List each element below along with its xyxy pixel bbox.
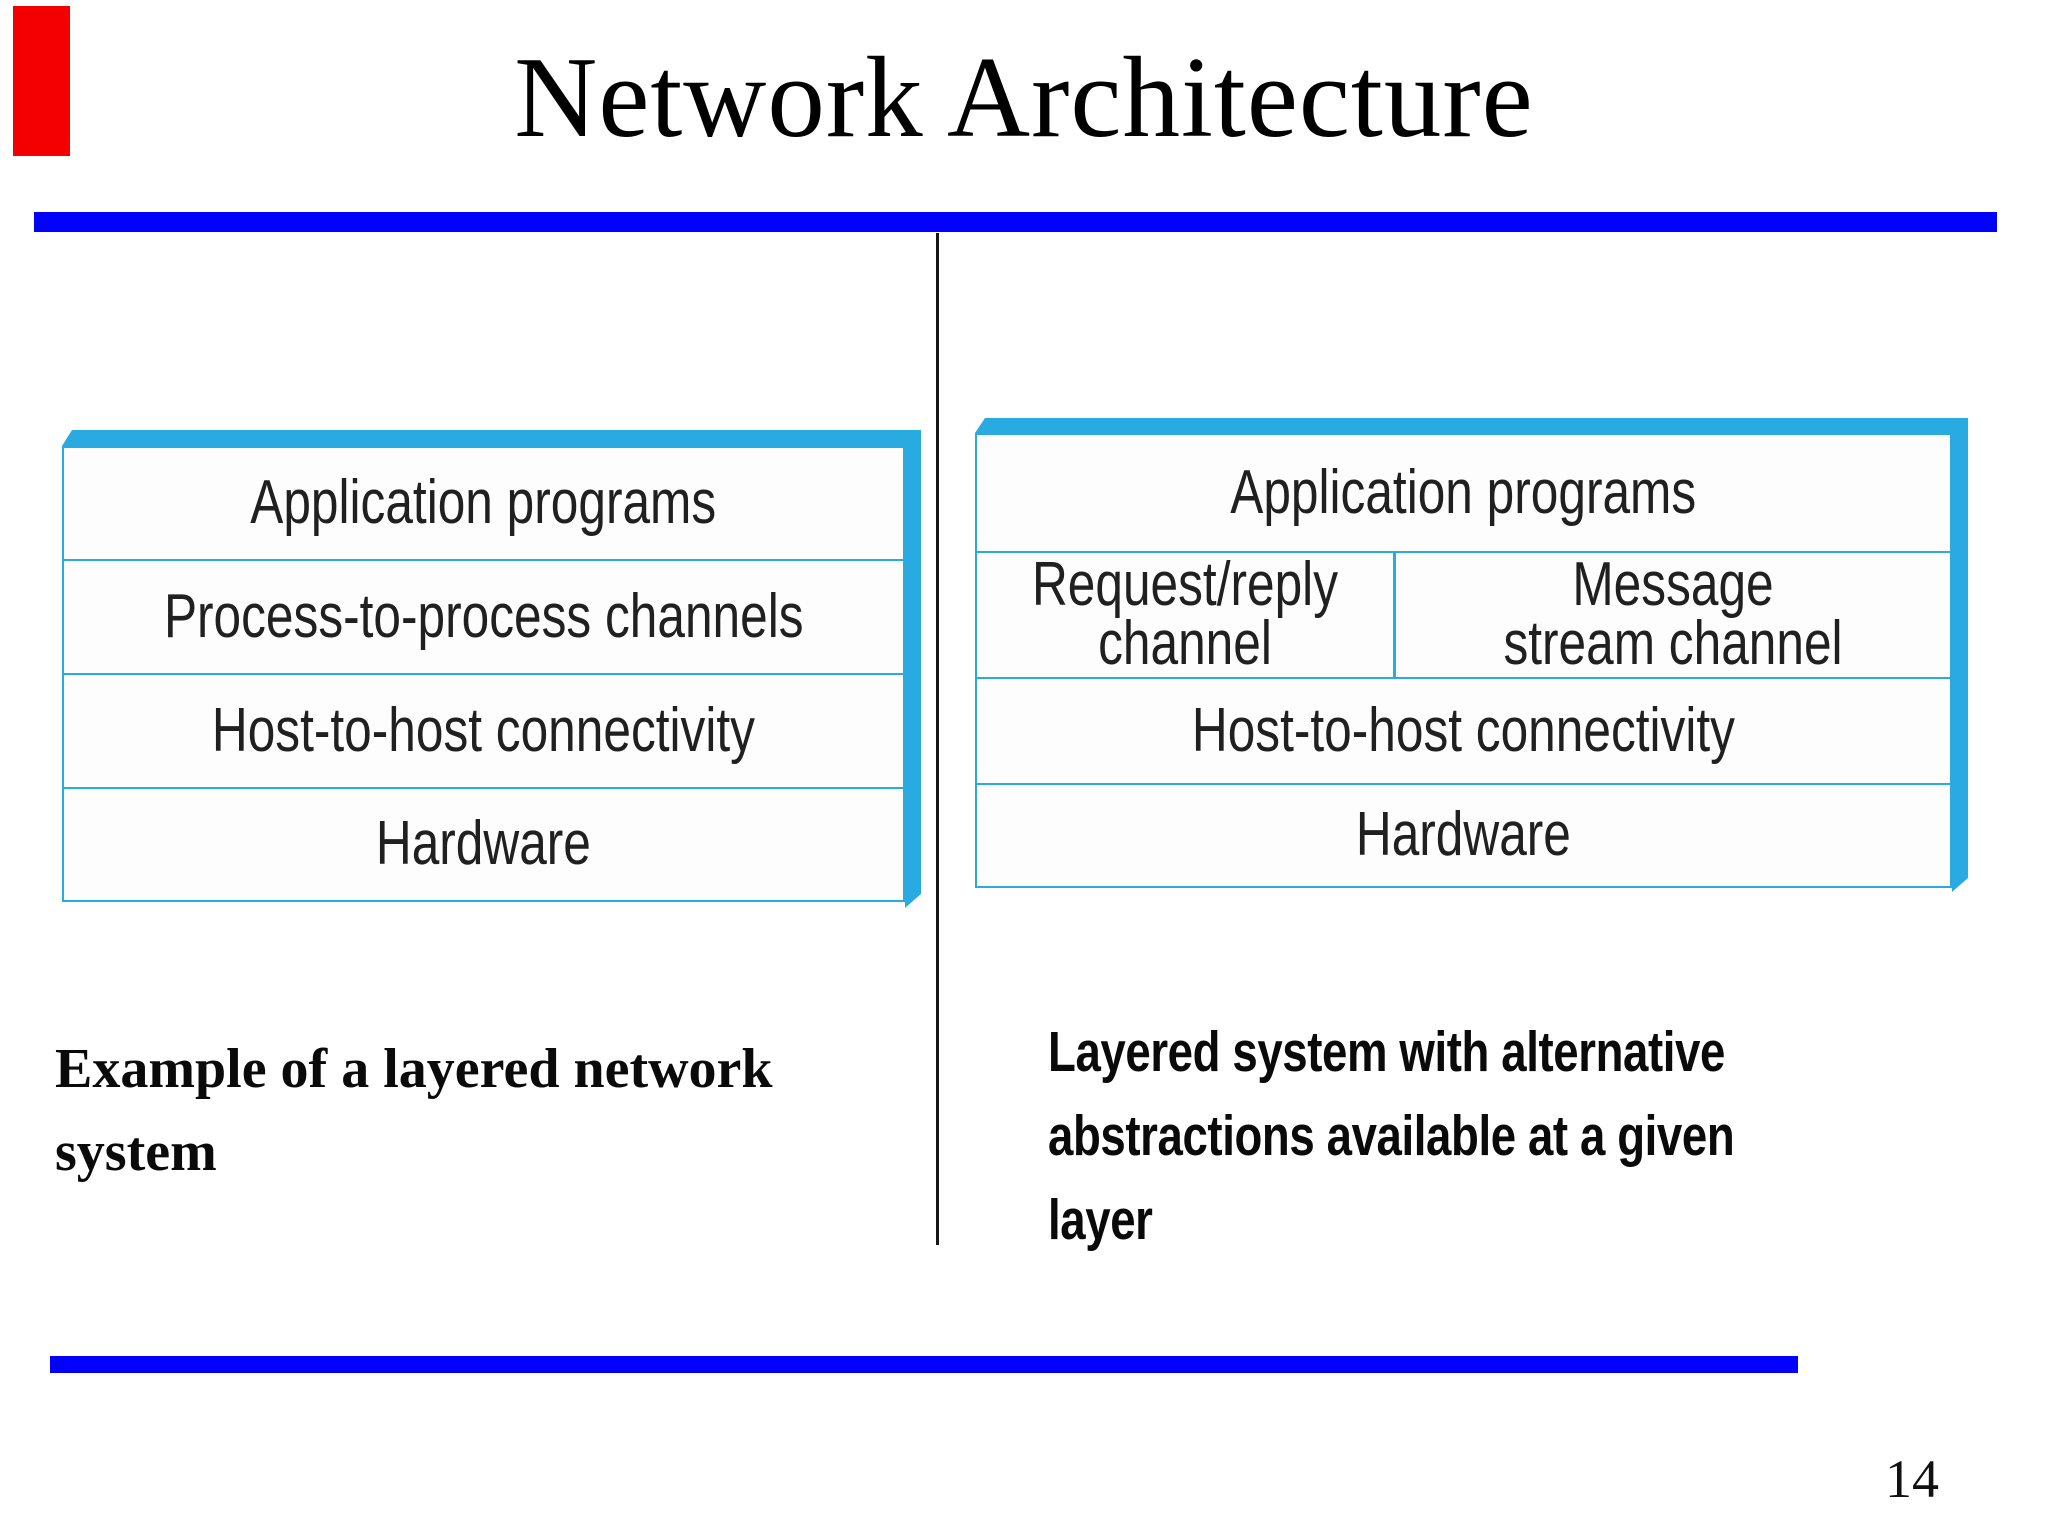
message-stream-channel-cell: Message stream channel [1503,550,1843,678]
left-stack-top-bar [62,430,921,446]
right-stack-top-bar [975,418,1968,433]
top-rule [34,212,1997,232]
left-layer-application: Application programs [250,468,717,538]
left-layer-host-connectivity: Host-to-host connectivity [64,673,903,787]
right-caption-line1: Layered system with alternative [1048,1020,1725,1084]
left-layer-process-channels: Process-to-process channels [64,559,903,673]
left-layer-hardware: Hardware [64,787,903,900]
left-stack-diagram: Application programs Process-to-process … [62,446,905,902]
left-caption-line2: system [55,1121,217,1183]
vertical-divider [936,233,939,1245]
right-stack-diagram: Application programs Request/reply chann… [975,433,1952,888]
right-caption-line3: layer [1048,1188,1153,1252]
right-caption: Layered system with alternative abstract… [1048,1010,2028,1262]
slide-title: Network Architecture [514,34,1534,161]
left-caption: Example of a layered network system [55,1028,915,1194]
right-layer-channels: Request/reply channel Message stream cha… [977,551,1950,677]
request-reply-channel-cell: Request/reply channel [977,553,1396,677]
right-layer-application: Application programs [1230,457,1697,527]
right-layer-host-connectivity: Host-to-host connectivity [977,677,1950,783]
right-layer-hardware: Hardware [977,783,1950,886]
right-stack-shadow-bar [1952,433,1968,892]
bottom-rule [50,1356,1798,1373]
right-caption-line2: abstractions available at a given [1048,1104,1735,1168]
left-caption-line1: Example of a layered network [55,1038,773,1100]
page-number: 14 [1885,1449,1939,1509]
left-stack-shadow-bar [905,446,921,908]
red-marker [13,6,70,156]
